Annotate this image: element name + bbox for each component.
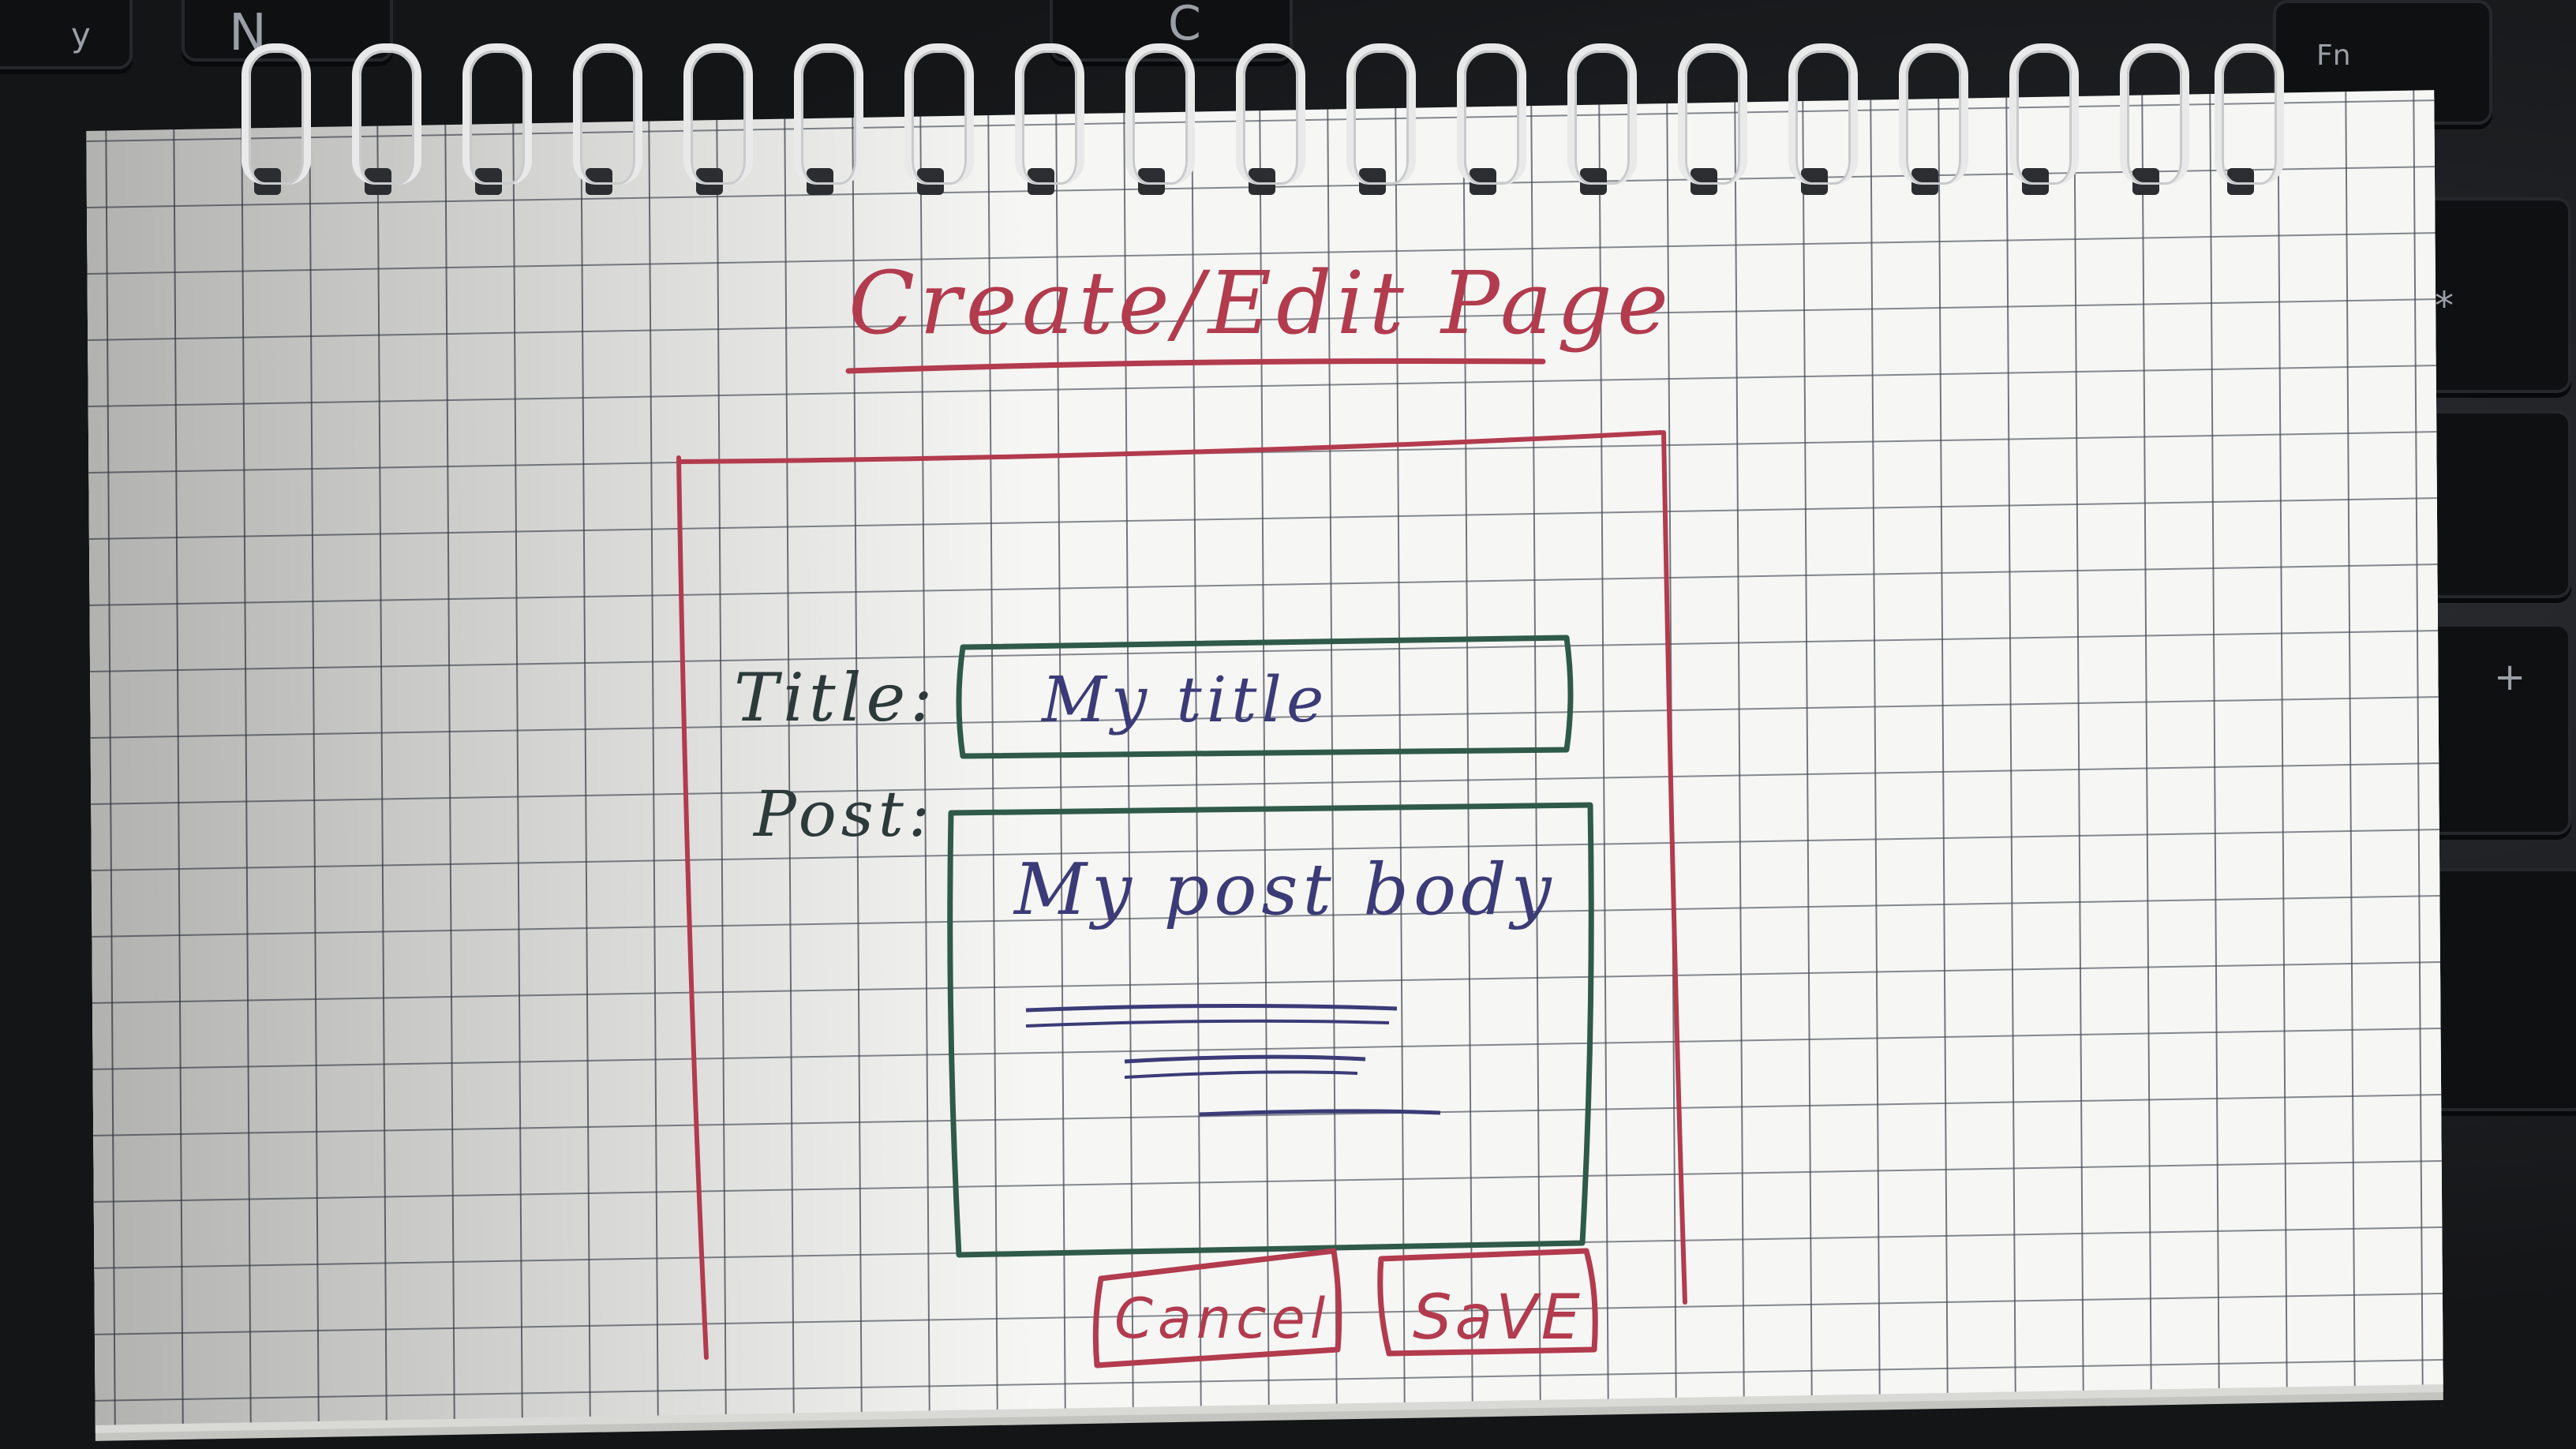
post-scribble-line [1025,1003,1398,1013]
spiral-ring [1121,43,1196,201]
title-field-label: Title: [734,659,938,736]
keyboard-key [0,0,133,69]
cancel-button-label: Cancel [1114,1286,1331,1351]
post-scribble-line [1124,1054,1366,1064]
spiral-ring [1673,43,1749,201]
save-button-label: SaVE [1413,1282,1583,1354]
heading-underline [845,358,1546,374]
spiral-ring [900,43,975,201]
post-textarea[interactable] [955,813,1586,1251]
title-input-box [956,635,1574,759]
cancel-button[interactable] [1099,1255,1335,1361]
spiral-ring [458,43,534,201]
keyboard-key-label: Fn [2316,39,2351,72]
page-heading: Create/Edit Page [848,253,1674,354]
spiral-ring [1563,43,1638,201]
spiral-ring [2005,43,2080,201]
spiral-ring [1231,43,1307,201]
spiral-ring [2210,43,2286,201]
spiral-ring [568,43,644,201]
spiral-ring [1452,43,1528,201]
spiral-ring [347,43,423,201]
post-field-value: My post body [1014,848,1556,931]
post-scribble-line [1025,1019,1390,1028]
keyboard-key-label: C [1168,0,1201,51]
spiral-ring [1010,43,1086,201]
spiral-ring [1342,43,1417,201]
cancel-button-box [1092,1248,1342,1368]
spiral-ring [1784,43,1859,201]
spiral-ring [1894,43,1970,201]
spiral-ring [2115,43,2191,201]
spiral-binding [237,43,2284,209]
post-field-label: Post: [754,777,934,851]
spiral-ring [789,43,865,201]
post-textarea-box [947,802,1594,1258]
post-scribble-line [1199,1109,1441,1117]
keyboard-key-label: + [2494,655,2526,699]
save-button[interactable] [1381,1255,1593,1354]
page-frame [676,430,1687,1360]
keyboard-key-label: y [71,16,91,54]
spiral-ring [237,43,313,201]
spiral-ring [679,43,754,201]
keyboard-key-label: * [2435,284,2454,328]
save-button-box [1377,1248,1598,1357]
title-field-value: My title [1042,663,1329,736]
title-input[interactable] [963,643,1567,754]
post-scribble-line [1124,1070,1358,1079]
